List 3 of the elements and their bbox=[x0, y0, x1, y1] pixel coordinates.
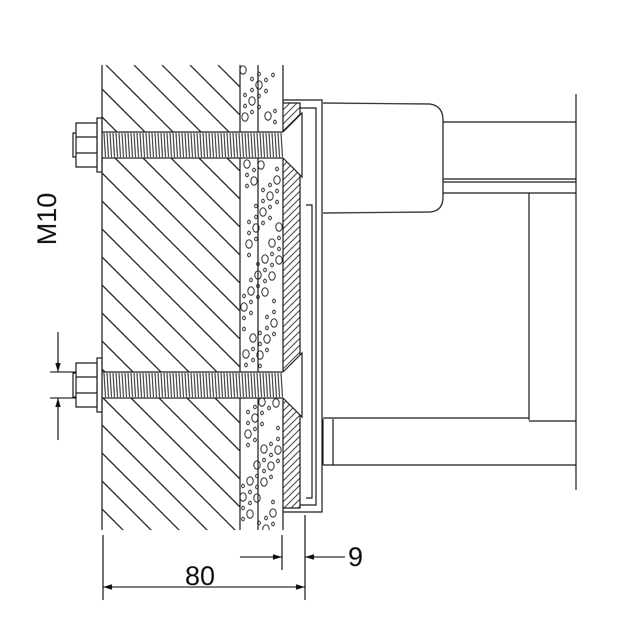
dimension-label: 9 bbox=[348, 544, 364, 571]
thread-size-label: M10 bbox=[34, 192, 62, 246]
dimension-label: 80 bbox=[185, 563, 216, 590]
